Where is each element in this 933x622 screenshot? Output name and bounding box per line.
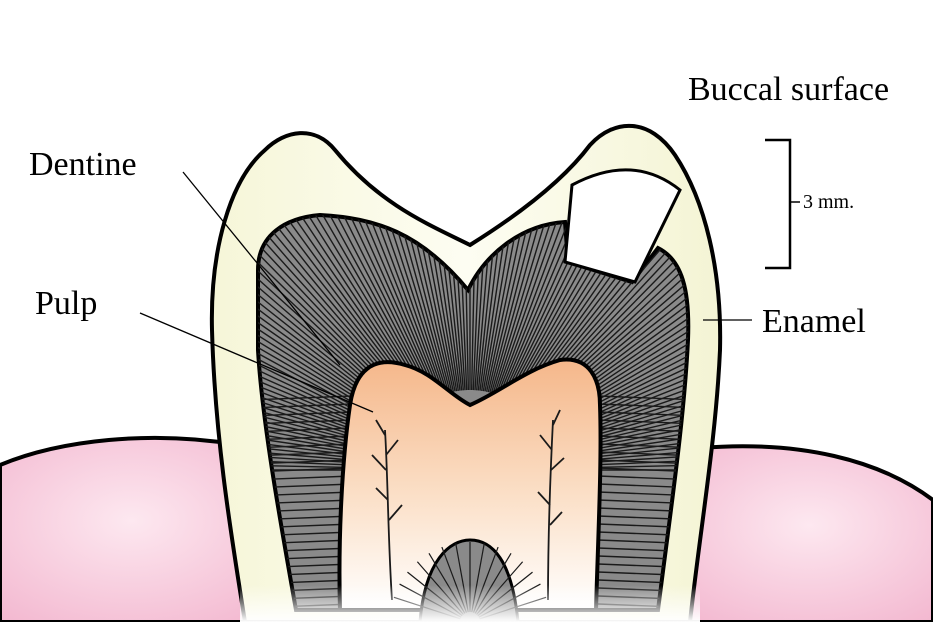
- enamel-label: Enamel: [762, 305, 866, 339]
- pulp-label: Pulp: [35, 287, 97, 321]
- buccal-surface-label: Buccal surface: [688, 73, 889, 107]
- scale-label: 3 mm.: [803, 192, 854, 212]
- scale-bar: [765, 140, 800, 268]
- dentine-label: Dentine: [29, 148, 137, 182]
